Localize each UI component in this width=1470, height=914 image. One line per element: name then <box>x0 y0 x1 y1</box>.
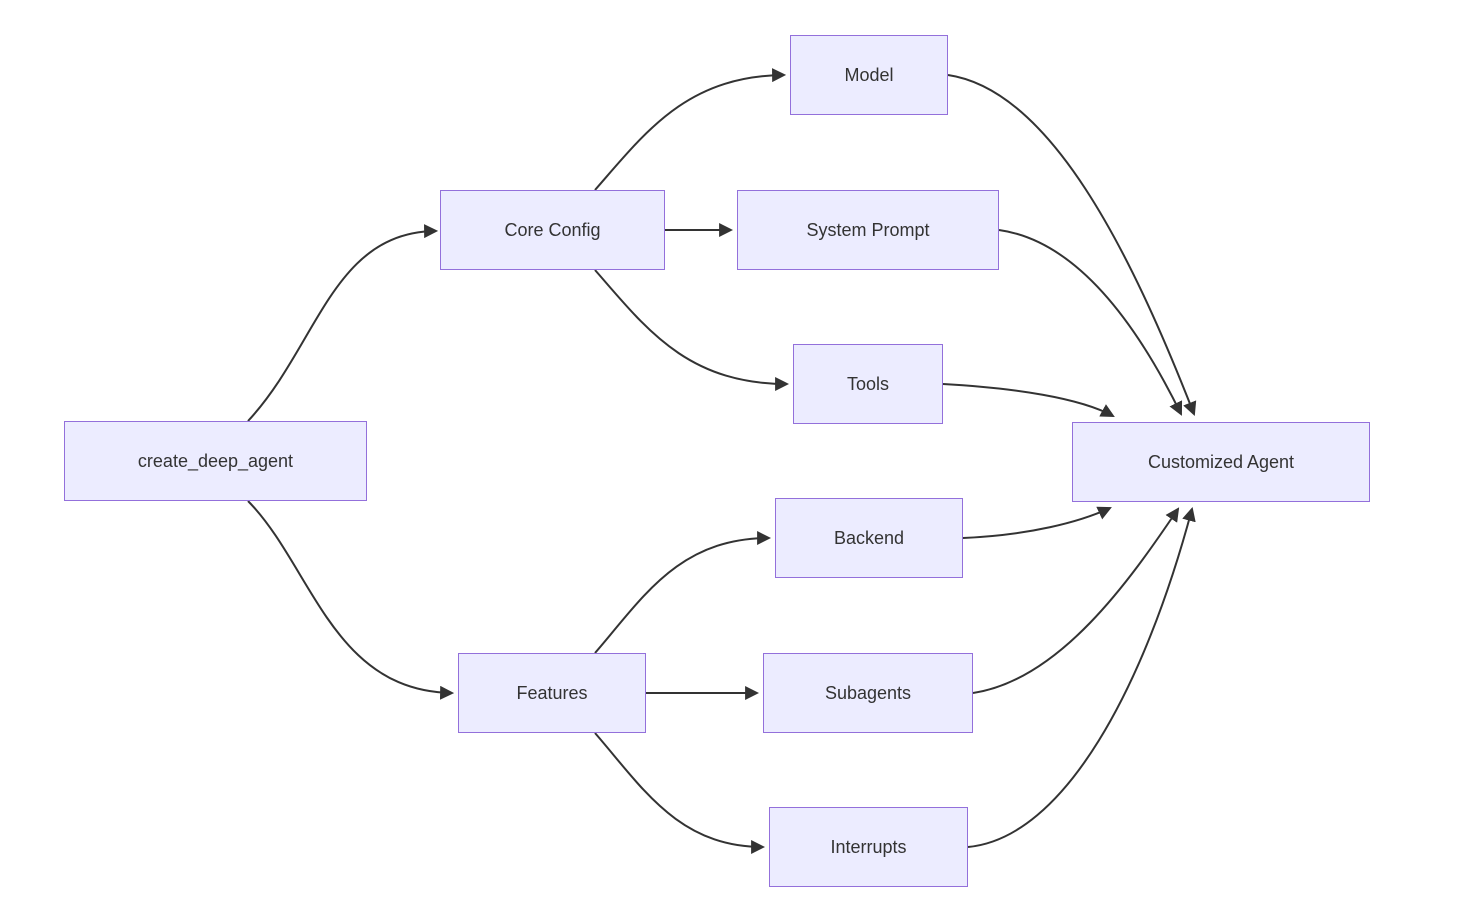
edge-core-config-to-tools <box>594 269 790 391</box>
node-tools-label: Tools <box>846 374 890 394</box>
edge-create-to-core-config <box>247 224 439 422</box>
edge-interrupts-to-customized-agent <box>967 506 1196 848</box>
node-core-config-label: Core Config <box>504 220 601 240</box>
edge-features-to-backend <box>594 531 772 654</box>
node-model: Model <box>790 35 948 115</box>
node-model-label: Model <box>844 65 894 85</box>
node-interrupts: Interrupts <box>769 807 968 887</box>
edge-backend-to-customized-agent <box>962 506 1112 539</box>
node-features: Features <box>458 653 646 733</box>
edge-model-to-customized-agent <box>947 74 1197 416</box>
node-backend: Backend <box>775 498 963 578</box>
node-subagents: Subagents <box>763 653 973 733</box>
node-create-deep-agent-label: create_deep_agent <box>137 451 294 471</box>
edge-subagents-to-customized-agent <box>972 507 1180 694</box>
edge-tools-to-customized-agent <box>942 383 1115 418</box>
node-features-label: Features <box>516 683 588 703</box>
node-tools: Tools <box>793 344 943 424</box>
node-customized-agent-label: Customized Agent <box>1147 452 1295 472</box>
edge-create-to-features <box>247 500 455 700</box>
edge-system-prompt-to-customized-agent <box>998 229 1183 416</box>
node-customized-agent: Customized Agent <box>1072 422 1370 502</box>
node-system-prompt: System Prompt <box>737 190 999 270</box>
node-backend-label: Backend <box>833 528 905 548</box>
node-subagents-label: Subagents <box>824 683 912 703</box>
edge-core-config-to-model <box>594 68 787 191</box>
node-create-deep-agent: create_deep_agent <box>64 421 367 501</box>
node-interrupts-label: Interrupts <box>830 837 907 857</box>
node-core-config: Core Config <box>440 190 665 270</box>
node-system-prompt-label: System Prompt <box>806 220 930 240</box>
edge-features-to-interrupts <box>594 732 766 854</box>
